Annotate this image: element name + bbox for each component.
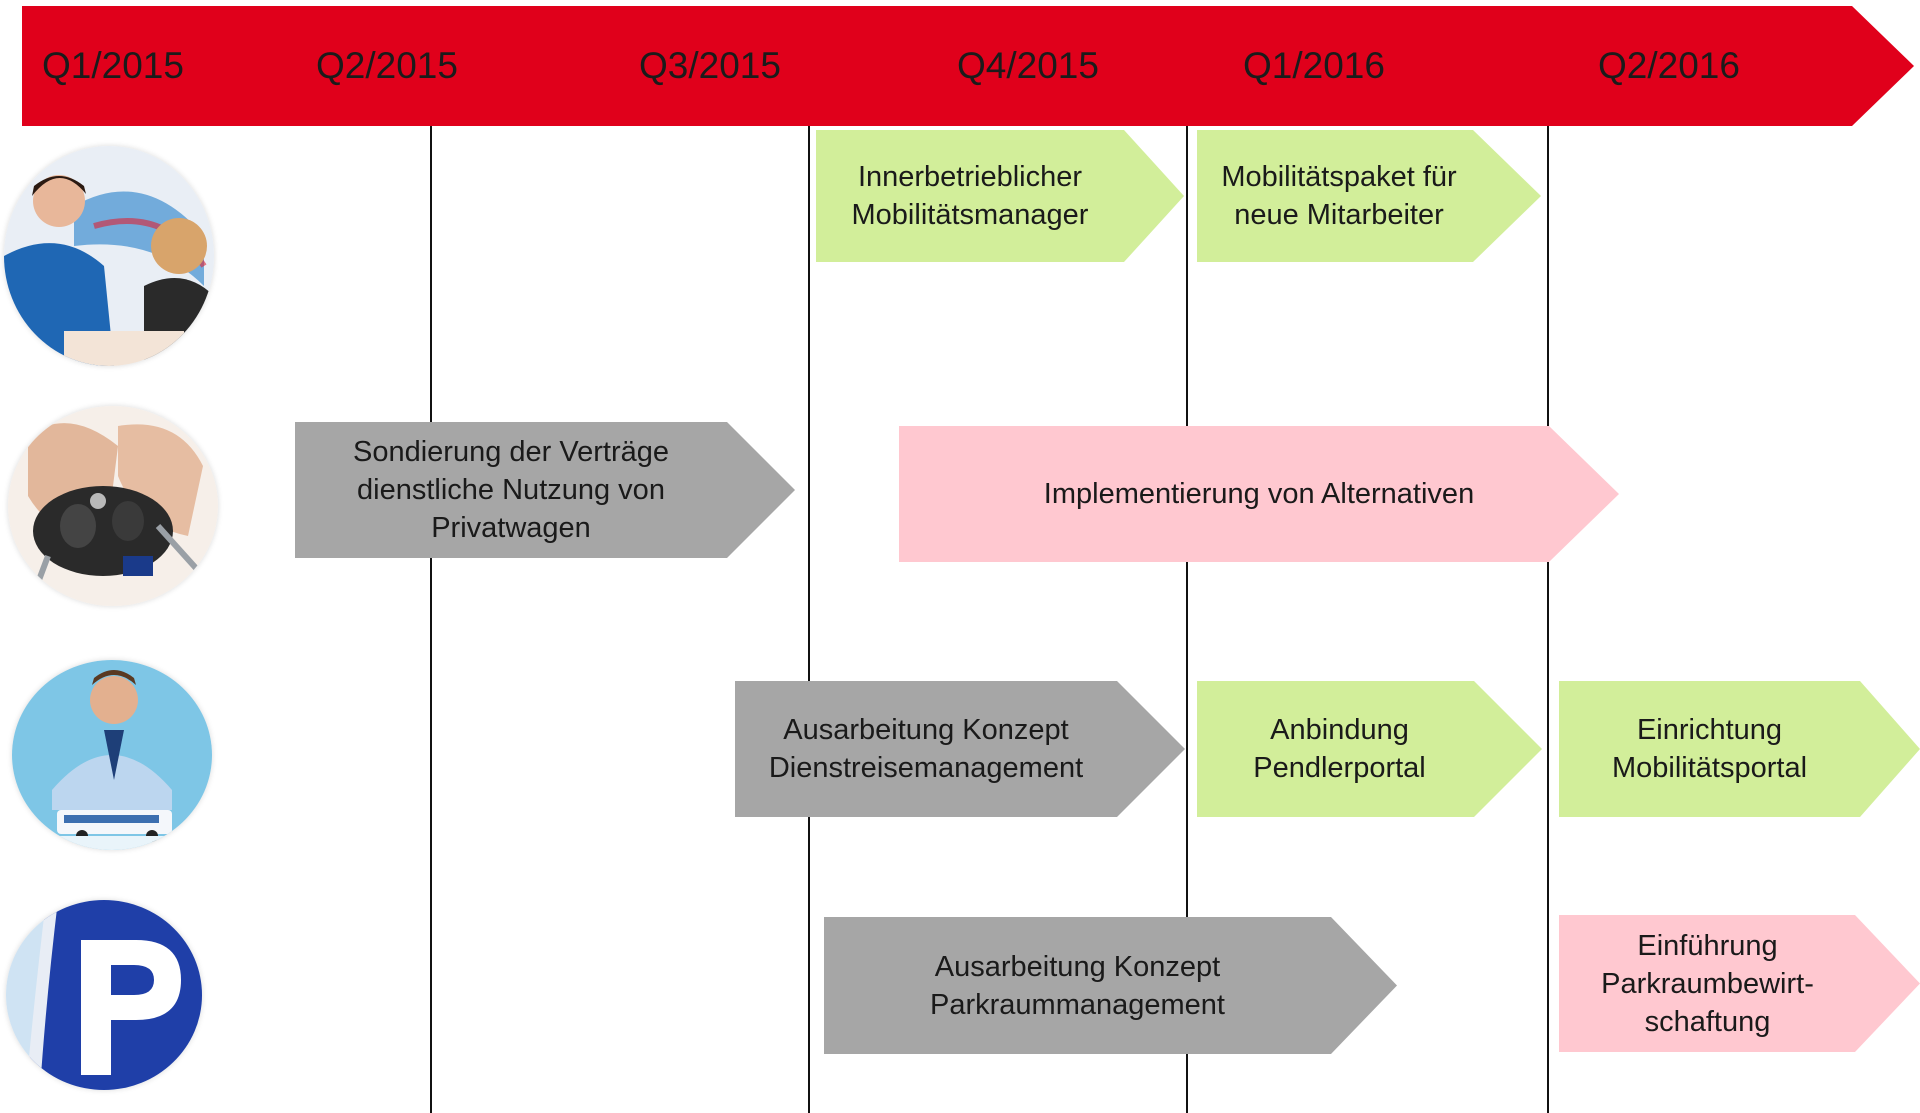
task-label: Implementierung von Alternativen xyxy=(1043,478,1475,510)
task-label: Einführung Parkraumbewirt- schaftung xyxy=(1601,929,1814,1038)
quarter-divider xyxy=(1186,126,1188,1113)
car-keys-photo xyxy=(8,406,218,606)
quarter-label: Q2/2015 xyxy=(316,45,458,86)
quarter-label: Q3/2015 xyxy=(639,45,781,86)
quarter-label: Q4/2015 xyxy=(957,45,1099,86)
task-einrichtung-mobilitaetsportal[interactable]: Einrichtung Mobilitätsportal xyxy=(1559,681,1920,817)
quarter-divider xyxy=(808,126,810,1113)
task-implementierung-alternativen[interactable]: Implementierung von Alternativen xyxy=(899,426,1619,562)
task-label: Ausarbeitung Konzept Dienstreisemanageme… xyxy=(768,714,1084,784)
parking-sign-photo xyxy=(6,900,202,1090)
task-mobilitaetspaket[interactable]: Mobilitätspaket für neue Mitarbeiter xyxy=(1197,130,1541,262)
task-einfuehrung-parkraumbewirtschaftung[interactable]: Einführung Parkraumbewirt- schaftung xyxy=(1559,915,1920,1052)
task-label: Innerbetrieblicher Mobilitätsmanager xyxy=(851,161,1089,231)
quarter-label: Q2/2016 xyxy=(1598,45,1740,86)
person-consulting-photo xyxy=(4,146,214,366)
timeline-header-arrow xyxy=(22,6,1914,126)
task-label: Sondierung der Verträge dienstliche Nutz… xyxy=(353,436,669,544)
task-innerbetrieblicher-mobilitaetsmanager[interactable]: Innerbetrieblicher Mobilitätsmanager xyxy=(816,130,1184,262)
businessman-bus-photo xyxy=(12,660,212,850)
task-label: Ausarbeitung Konzept Parkraummanagement xyxy=(930,950,1225,1021)
task-label: Einrichtung Mobilitätsportal xyxy=(1611,714,1808,784)
task-konzept-parkraummanagement[interactable]: Ausarbeitung Konzept Parkraummanagement xyxy=(824,917,1397,1054)
task-label: Mobilitätspaket für neue Mitarbeiter xyxy=(1221,161,1457,231)
quarter-divider xyxy=(1547,126,1549,1113)
quarter-label: Q1/2015 xyxy=(42,45,184,86)
task-label: Anbindung Pendlerportal xyxy=(1253,714,1426,784)
task-sondierung-vertraege[interactable]: Sondierung der Verträge dienstliche Nutz… xyxy=(295,422,795,558)
quarter-divider xyxy=(430,126,432,1113)
task-konzept-dienstreisemanagement[interactable]: Ausarbeitung Konzept Dienstreisemanageme… xyxy=(735,681,1185,817)
quarter-label: Q1/2016 xyxy=(1243,45,1385,86)
task-anbindung-pendlerportal[interactable]: Anbindung Pendlerportal xyxy=(1197,681,1542,817)
